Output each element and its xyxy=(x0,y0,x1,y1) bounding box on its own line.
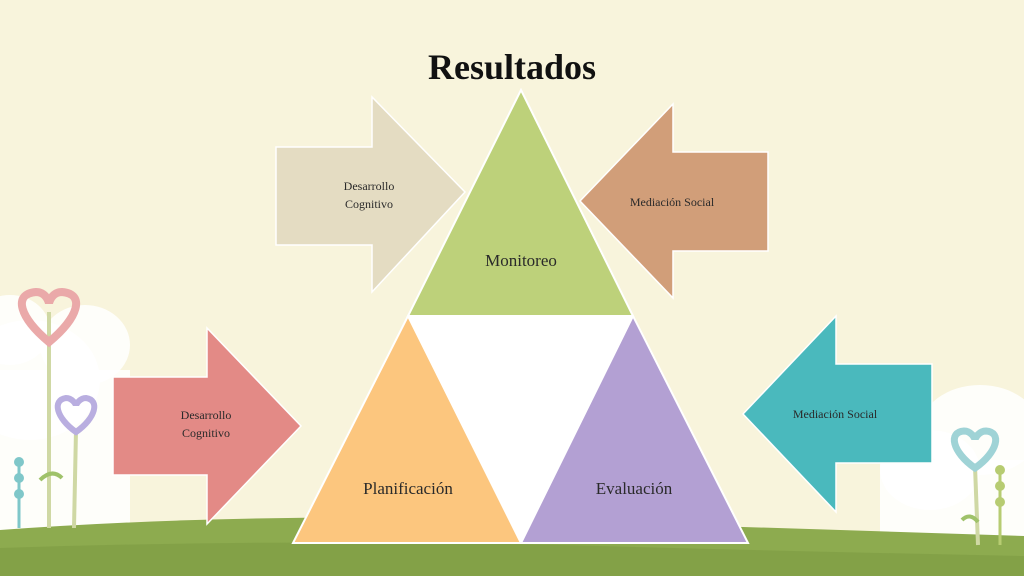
center-triangle xyxy=(408,316,633,543)
arrow-top-right-label: Mediación Social xyxy=(629,195,715,209)
arrow-top-right xyxy=(578,102,769,300)
triangle-monitoreo xyxy=(406,87,635,317)
arrow-bottom-left-line-2: Cognitivo xyxy=(181,426,230,440)
arrow-top-left-line-1: Desarrollo xyxy=(343,179,395,193)
monitoreo-label: Monitoreo xyxy=(485,251,557,270)
arrow-bottom-left xyxy=(112,326,303,526)
slide-title: Resultados xyxy=(427,47,597,87)
arrow-top-left xyxy=(275,95,467,294)
triangle-planificacion xyxy=(291,313,523,544)
heart-flower-left xyxy=(14,287,98,529)
planificacion-label: Planificación xyxy=(363,479,453,498)
evaluacion-label: Evaluación xyxy=(595,479,673,498)
arrow-bottom-right xyxy=(741,314,933,514)
arrow-bottom-left-label: Desarrollo Cognitivo xyxy=(146,406,266,442)
grass-shade xyxy=(0,542,1024,576)
heart-flower-right xyxy=(950,427,1005,546)
arrow-top-left-label: Desarrollo Cognitivo xyxy=(309,177,429,213)
arrow-top-left-line-2: Cognitivo xyxy=(344,197,393,211)
arrow-bottom-left-line-1: Desarrollo xyxy=(180,408,232,422)
arrow-bottom-right-label: Mediación Social xyxy=(792,407,878,421)
triangle-evaluacion xyxy=(519,313,750,544)
